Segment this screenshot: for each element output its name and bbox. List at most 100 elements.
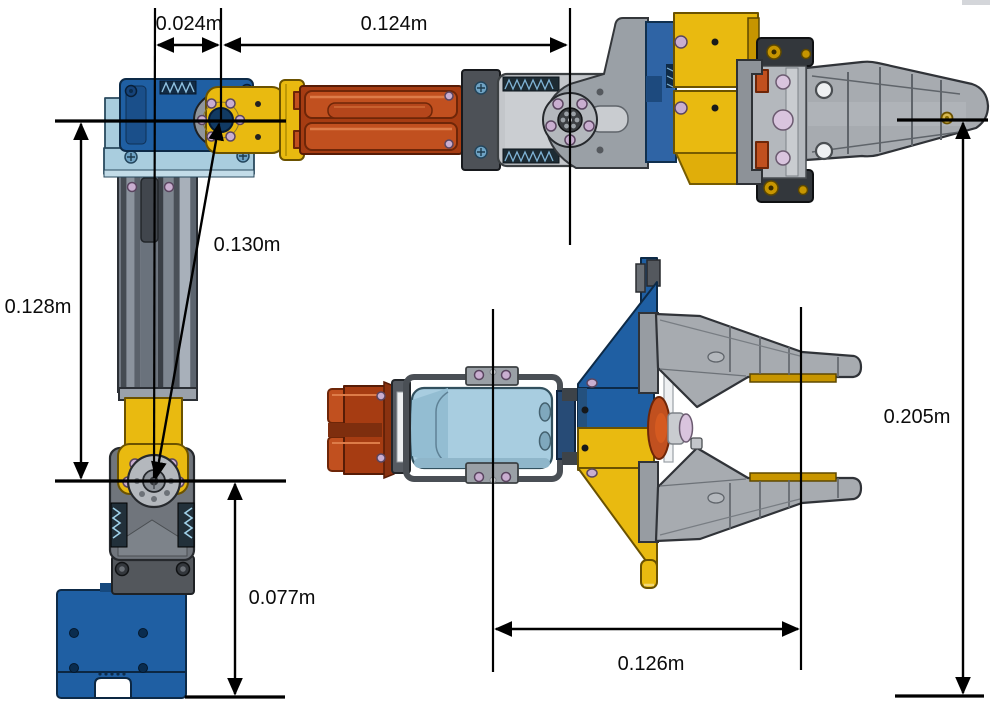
forearm-actuator-top bbox=[327, 380, 395, 480]
connector-right bbox=[177, 502, 195, 548]
plate-hole bbox=[596, 88, 604, 96]
screw-center bbox=[771, 49, 777, 55]
column-link bbox=[117, 173, 198, 401]
finger-block bbox=[638, 461, 659, 543]
finger-pad bbox=[749, 472, 837, 482]
dim-label-column: 0.128m bbox=[5, 296, 72, 318]
wrist-horn-screws bbox=[545, 98, 595, 146]
strip-cap bbox=[646, 259, 661, 287]
finger-ribs bbox=[847, 67, 942, 154]
top-view bbox=[327, 257, 863, 589]
finger-pad bbox=[749, 373, 837, 383]
finger-wedge bbox=[654, 312, 863, 409]
gripper-finger-side bbox=[804, 60, 990, 162]
shoulder-bracket-lip bbox=[103, 169, 255, 178]
spring-glyph-left bbox=[111, 507, 122, 539]
servo-hole bbox=[538, 431, 552, 451]
screw bbox=[473, 369, 485, 381]
scrollbar-fragment bbox=[962, 0, 990, 5]
dim-label-upper-arm: 0.124m bbox=[361, 13, 428, 35]
connector-left bbox=[110, 502, 128, 548]
wrist-bracket bbox=[542, 17, 649, 169]
finger-edge-lines bbox=[811, 75, 961, 153]
screw bbox=[126, 181, 138, 193]
forearm-actuator bbox=[293, 85, 463, 155]
screw bbox=[163, 181, 175, 193]
base-block bbox=[56, 583, 187, 699]
blue-mount-box bbox=[577, 387, 655, 431]
base-vent-dots bbox=[98, 672, 126, 676]
servo-hole bbox=[538, 402, 552, 422]
screw bbox=[376, 453, 386, 463]
servo-shading bbox=[411, 388, 448, 468]
hub-cap bbox=[678, 413, 694, 443]
finger-ribs bbox=[729, 478, 839, 529]
finger-hole bbox=[814, 80, 834, 100]
dim-label-base: 0.077m bbox=[249, 587, 316, 609]
finger-ribs bbox=[729, 326, 839, 377]
pin-hole bbox=[711, 104, 719, 112]
gripper-carriage bbox=[645, 12, 760, 185]
screw bbox=[586, 378, 598, 388]
spring-glyph-right bbox=[183, 507, 194, 539]
plate-hole bbox=[596, 146, 604, 154]
actuator-tube-bottom bbox=[304, 122, 458, 151]
screw bbox=[586, 468, 598, 478]
screw bbox=[500, 369, 512, 381]
teeth-glyph bbox=[504, 150, 554, 163]
rail-orange-pad bbox=[755, 141, 769, 169]
screw bbox=[473, 471, 485, 483]
strip-cap bbox=[635, 263, 646, 293]
gold-bolt bbox=[797, 184, 809, 196]
dim-line-diagonal bbox=[151, 122, 224, 480]
c-channel bbox=[736, 59, 763, 185]
edge-line bbox=[659, 498, 801, 536]
pin-hole bbox=[581, 444, 589, 452]
jaw-line bbox=[659, 478, 747, 487]
tip-nub bbox=[690, 437, 703, 450]
screw bbox=[500, 471, 512, 483]
annotations: 0.024m 0.124m 0.128m 0.130m 0.077m 0.205… bbox=[5, 7, 988, 699]
boss bbox=[707, 492, 725, 504]
screw bbox=[674, 35, 688, 49]
connector-nub bbox=[562, 388, 578, 401]
servo-screws bbox=[114, 561, 191, 577]
hub-inner bbox=[655, 413, 667, 443]
servo-inset bbox=[125, 85, 147, 145]
screw bbox=[674, 101, 688, 115]
finger-block bbox=[638, 312, 659, 394]
screw-center bbox=[768, 185, 774, 191]
pin-hole bbox=[711, 38, 719, 46]
gripper-rail bbox=[736, 37, 814, 203]
finger-wedge bbox=[654, 446, 863, 543]
blue-notch bbox=[646, 76, 662, 102]
teeth-glyph bbox=[161, 81, 195, 94]
yellow-strip bbox=[640, 559, 658, 589]
rail-slot bbox=[396, 391, 405, 463]
dim-label-gripper: 0.126m bbox=[618, 653, 685, 675]
screw bbox=[444, 91, 454, 101]
tube-gap bbox=[328, 423, 382, 437]
finger-hole bbox=[814, 141, 834, 161]
finger-upper-top bbox=[638, 312, 863, 409]
dim-label-offset: 0.024m bbox=[156, 13, 223, 35]
screw bbox=[376, 391, 386, 401]
screw-cross bbox=[477, 148, 485, 156]
jaw-line bbox=[659, 368, 747, 377]
gold-bolt bbox=[800, 48, 812, 60]
bracket-screws bbox=[124, 149, 250, 164]
rail-rollers bbox=[772, 74, 794, 166]
finger-lower-top bbox=[638, 437, 863, 543]
dark-connector bbox=[556, 390, 576, 460]
teeth-glyph bbox=[504, 78, 554, 91]
pin-hole bbox=[255, 101, 261, 107]
base-notch bbox=[94, 677, 132, 699]
extension-line-column-axis bbox=[152, 7, 157, 479]
boss bbox=[707, 351, 725, 363]
mini-teeth bbox=[666, 64, 676, 88]
center-hub bbox=[647, 396, 694, 460]
dim-label-height: 0.205m bbox=[884, 406, 951, 428]
servo-face-chevron bbox=[117, 519, 188, 557]
